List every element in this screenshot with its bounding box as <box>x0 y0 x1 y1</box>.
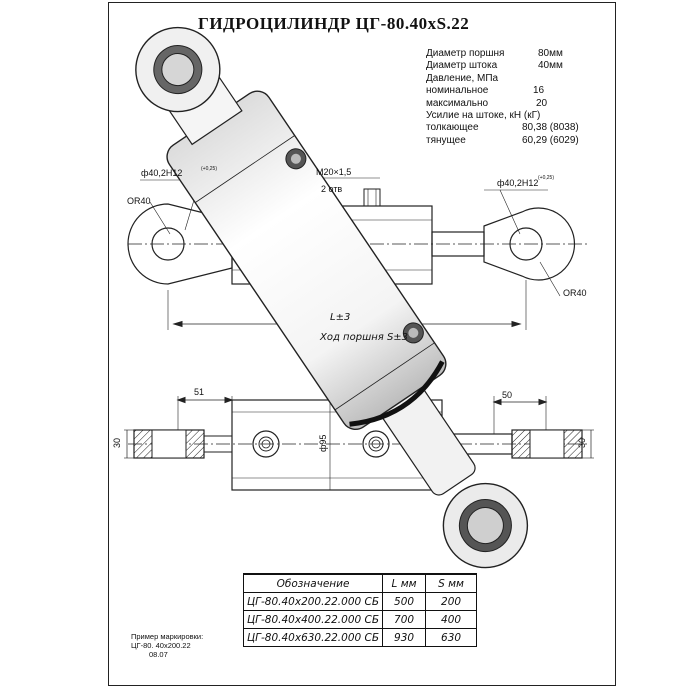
marking-example: Пример маркировки: ЦГ-80. 40х200.22 08.0… <box>131 632 203 659</box>
spec-value: 60,29 (6029) <box>522 134 579 146</box>
spec-label: Усилие на штоке, кН (кГ) <box>426 109 541 121</box>
hole-left-tolerance: (+0,25) <box>201 166 217 172</box>
table-header-row: Обозначение L мм S мм <box>242 573 478 593</box>
table-cell: ЦГ-80.40х630.22.000 СБ <box>242 628 384 647</box>
hole-right-label: ф40,2H12 <box>497 178 538 188</box>
variants-table: Обозначение L мм S мм ЦГ-80.40х200.22.00… <box>242 573 478 647</box>
spec-label: Диаметр штока <box>426 60 498 72</box>
cylinder-3d <box>135 26 529 569</box>
left-thickness-dimension: 30 <box>112 438 122 448</box>
spec-row: Давление, МПа <box>426 73 598 85</box>
table-header: L мм <box>382 573 427 593</box>
spec-label: тянущее <box>426 134 466 146</box>
holes-count-label: 2 отв <box>321 184 342 194</box>
spec-label: Давление, МПа <box>426 72 499 84</box>
spec-label: максимально <box>426 97 489 109</box>
spec-value: 80мм <box>538 48 563 59</box>
spec-row: максимально 20 <box>426 98 598 110</box>
spec-block: Диаметр поршня 80мм Диаметр штока 40мм Дав… <box>426 48 598 147</box>
table-cell: 400 <box>425 610 478 629</box>
table-cell: ЦГ-80.40х200.22.000 СБ <box>242 592 384 611</box>
right-thickness-dimension: 30 <box>577 438 587 448</box>
spec-row: Усилие на штоке, кН (кГ) <box>426 110 598 122</box>
marking-date: 08.07 <box>149 650 168 659</box>
spec-value: 80,38 (8038) <box>522 122 579 134</box>
table-cell: 930 <box>382 628 427 647</box>
spec-label: толкающее <box>426 122 479 134</box>
spec-row: толкающее 80,38 (8038) <box>426 122 598 134</box>
table-row: ЦГ-80.40х630.22.000 СБ 930 630 <box>242 628 478 647</box>
spec-label: номинальное <box>426 85 489 97</box>
spec-row: Диаметр штока 40мм <box>426 60 598 72</box>
spec-value: 16 <box>533 85 545 97</box>
drawing-title: ГИДРОЦИЛИНДР ЦГ-80.40xS.22 <box>198 14 470 33</box>
table-header: Обозначение <box>242 573 384 593</box>
spec-value: 20 <box>536 97 548 109</box>
left-eye-dimension: 51 <box>194 387 204 397</box>
table-header: S мм <box>425 573 478 593</box>
table-cell: 630 <box>425 628 478 647</box>
thread-label: M20×1,5 <box>316 167 351 177</box>
body-diameter-dimension: ф95 <box>318 435 328 452</box>
spec-row: Диаметр поршня 80мм <box>426 48 598 60</box>
spec-row: тянущее 60,29 (6029) <box>426 135 598 147</box>
table-cell: 700 <box>382 610 427 629</box>
table-row: ЦГ-80.40х200.22.000 СБ 500 200 <box>242 592 478 611</box>
marking-label: Пример маркировки: <box>131 632 204 641</box>
radius-right-label: ОR40 <box>563 288 587 298</box>
spec-value: 40мм <box>538 60 563 72</box>
table-cell: 200 <box>425 592 478 611</box>
length-label: L±3 <box>330 312 350 323</box>
table-row: ЦГ-80.40х400.22.000 СБ 700 400 <box>242 610 478 629</box>
right-eye-dimension: 50 <box>502 390 512 400</box>
stroke-label: Ход поршня S±3 <box>319 332 408 343</box>
bottom-view <box>124 396 594 491</box>
hole-left-label: ф40,2H12 <box>141 168 182 178</box>
radius-left-label: ОR40 <box>127 196 151 206</box>
marking-code: ЦГ-80. 40х200.22 <box>131 641 191 650</box>
table-cell: ЦГ-80.40х400.22.000 СБ <box>242 610 384 629</box>
spec-label: Диаметр поршня <box>426 48 505 59</box>
table-cell: 500 <box>382 592 427 611</box>
hole-right-tolerance: (+0,25) <box>538 175 554 181</box>
spec-row: номинальное 16 <box>426 85 598 97</box>
